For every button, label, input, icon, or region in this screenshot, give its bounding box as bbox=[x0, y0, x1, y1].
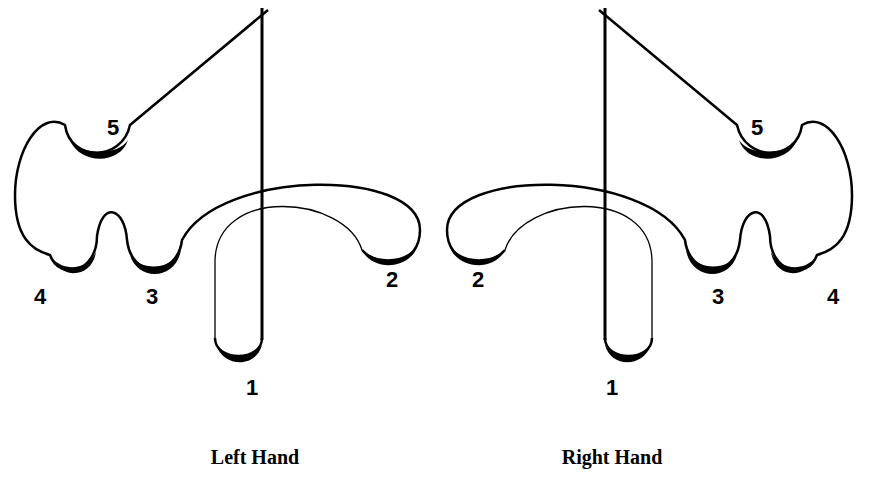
finger-number: 2 bbox=[386, 269, 398, 291]
finger-number: 3 bbox=[146, 286, 158, 308]
finger-number: 2 bbox=[472, 269, 484, 291]
finger-number: 5 bbox=[751, 117, 763, 139]
right-hand-outline bbox=[447, 8, 852, 362]
hand-caption: Left Hand bbox=[211, 447, 299, 467]
left-hand-outline bbox=[15, 8, 420, 362]
finger-number: 4 bbox=[827, 286, 839, 308]
finger-number: 3 bbox=[712, 286, 724, 308]
finger-number: 1 bbox=[606, 377, 618, 399]
finger-number: 1 bbox=[246, 377, 258, 399]
finger-number: 5 bbox=[107, 117, 119, 139]
hand-caption: Right Hand bbox=[562, 447, 663, 467]
finger-number: 4 bbox=[34, 286, 46, 308]
